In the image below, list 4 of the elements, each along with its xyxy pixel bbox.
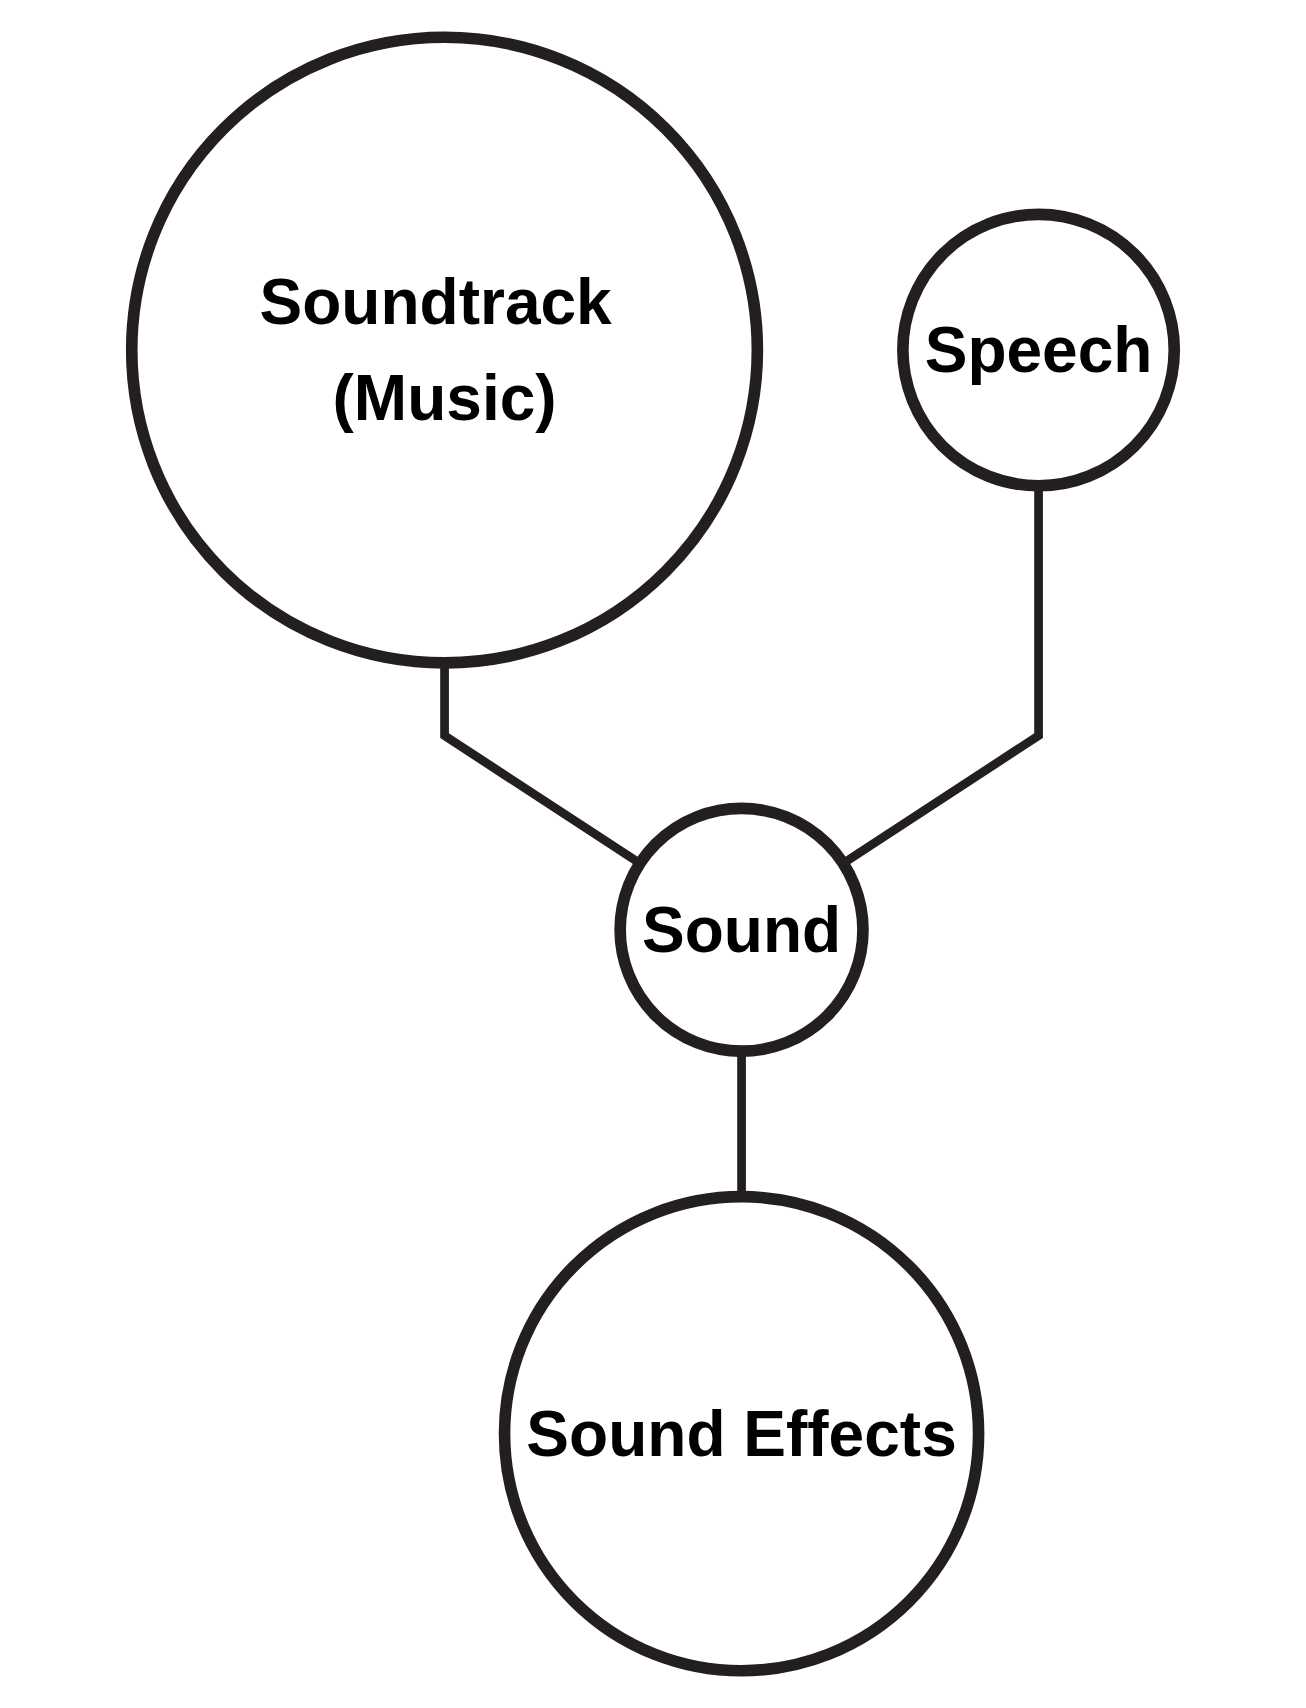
node-circle: Sound	[614, 802, 869, 1057]
node-circle: Speech	[897, 208, 1181, 492]
node-circle: Soundtrack (Music)	[125, 31, 764, 669]
node-circle: Sound Effects	[498, 1190, 985, 1677]
